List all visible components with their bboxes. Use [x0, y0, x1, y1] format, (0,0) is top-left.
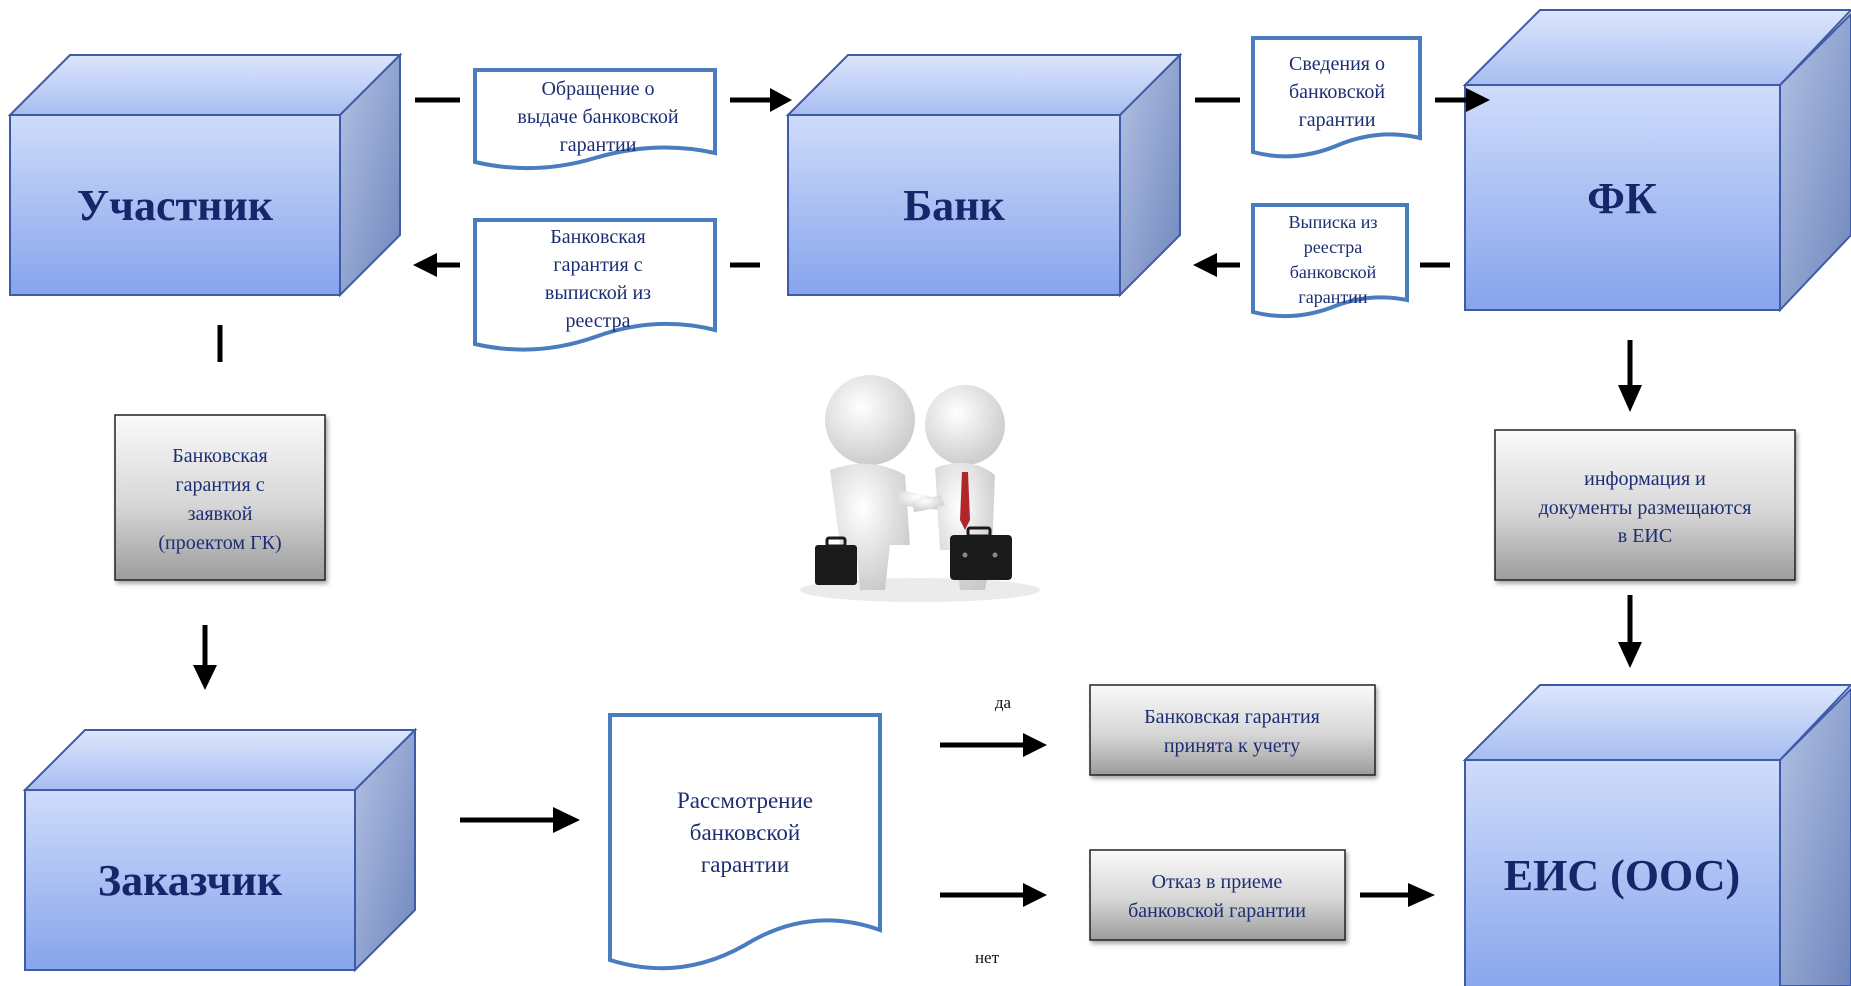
doc-request-line1: Обращение о: [541, 78, 654, 100]
gray-box-application: Банковская гарантия с заявкой (проектом …: [114, 414, 326, 581]
gray-box-accepted-line1: Банковская гарантия: [1144, 706, 1320, 728]
doc-guarantee-line3: выпиской из: [545, 282, 651, 304]
cube-fk: ФК: [1462, 9, 1851, 313]
doc-guarantee-line1: Банковская: [550, 226, 645, 248]
gray-box-application-line2: гарантия с: [175, 474, 264, 496]
cube-bank: Банк: [785, 52, 1183, 298]
gray-box-eis-info-line1: информация и: [1584, 468, 1706, 490]
gray-box-application-line3: заявкой: [188, 503, 253, 525]
doc-request-line2: выдаче банковской: [517, 106, 678, 128]
cube-bank-label: Банк: [903, 181, 1005, 230]
cube-fk-label: ФК: [1587, 174, 1657, 223]
doc-guarantee-with-extract: Банковская гарантия с выпиской из реестр…: [473, 218, 717, 352]
arrowhead-review-to-rejected: [1023, 883, 1047, 907]
doc-info-line3: гарантии: [1299, 109, 1376, 131]
doc-guarantee-line2: гарантия с: [553, 254, 642, 276]
doc-extract: Выписка из реестра банковской гарантии: [1251, 203, 1409, 319]
gray-box-rejected: Отказ в приеме банковской гарантии: [1089, 849, 1346, 941]
arrowhead-guarantee-to-participant: [413, 253, 437, 277]
gray-box-application-line4: (проектом ГК): [158, 532, 281, 554]
gray-box-eis-info: информация и документы размещаются в ЕИС: [1494, 429, 1796, 581]
doc-extract-line4: гарантии: [1298, 287, 1367, 307]
arrowhead-application-to-customer: [193, 665, 217, 690]
gray-box-accepted-line2: принята к учету: [1164, 735, 1300, 757]
right-person-figure: [912, 385, 1012, 590]
arrowhead-info-to-fk: [1466, 88, 1490, 112]
branch-label-no: нет: [975, 948, 1000, 967]
connector-lines: [193, 88, 1642, 907]
cube-eis-label: ЕИС (ООС): [1504, 851, 1740, 900]
left-person-figure: [815, 375, 945, 590]
gray-box-rejected-line2: банковской гарантии: [1128, 900, 1306, 922]
arrowhead-fk-to-eis-info: [1618, 385, 1642, 412]
cube-participant-label: Участник: [77, 181, 274, 230]
arrowhead-review-to-accepted: [1023, 733, 1047, 757]
arrowhead-rejected-to-eis: [1408, 883, 1435, 907]
gray-box-application-line1: Банковская: [172, 445, 267, 467]
doc-review-line3: гарантии: [701, 852, 789, 877]
doc-info-line2: банковской: [1289, 81, 1385, 103]
doc-review-line2: банковской: [690, 820, 800, 845]
doc-request-line3: гарантии: [560, 134, 637, 156]
doc-extract-line3: банковской: [1290, 262, 1377, 282]
doc-request: Обращение о выдаче банковской гарантии: [473, 68, 717, 171]
doc-info: Сведения о банковской гарантии: [1251, 36, 1422, 159]
gray-box-accepted: Банковская гарантия принята к учету: [1089, 684, 1376, 776]
arrowhead-customer-to-review: [553, 807, 580, 833]
handshake-businessmen-icon: [800, 375, 1040, 602]
doc-extract-line2: реестра: [1304, 237, 1363, 257]
cube-customer: Заказчик: [22, 727, 418, 973]
cube-eis: ЕИС (ООС): [1462, 684, 1851, 986]
cube-participant: Участник: [7, 52, 403, 298]
doc-guarantee-line4: реестра: [566, 310, 631, 332]
doc-extract-line1: Выписка из: [1288, 212, 1377, 232]
gray-box-eis-info-line2: документы размещаются: [1539, 497, 1752, 519]
arrowhead-eis-info-to-eis: [1618, 642, 1642, 668]
cube-customer-label: Заказчик: [98, 856, 283, 905]
arrowhead-extract-to-bank: [1193, 253, 1217, 277]
doc-review-line1: Рассмотрение: [677, 788, 813, 813]
doc-info-line1: Сведения о: [1289, 53, 1385, 75]
doc-review: Рассмотрение банковской гарантии: [608, 713, 882, 971]
gray-box-eis-info-line3: в ЕИС: [1618, 525, 1672, 547]
branch-label-yes: да: [995, 693, 1012, 712]
arrowhead-request-to-bank: [770, 88, 792, 112]
gray-box-rejected-line1: Отказ в приеме: [1152, 871, 1283, 893]
